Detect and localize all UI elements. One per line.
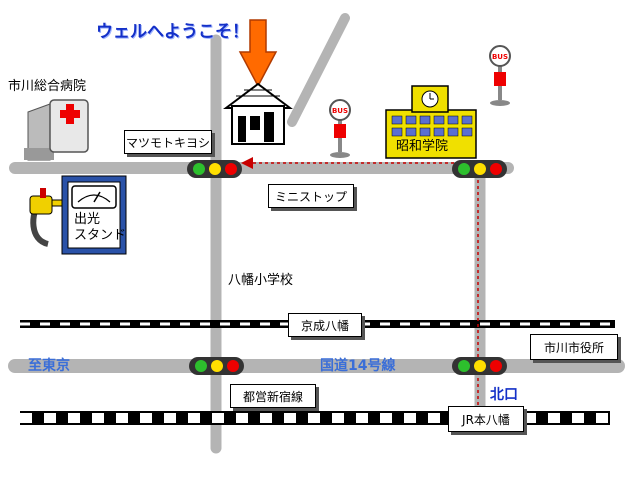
- north-exit-label: 北口: [490, 387, 518, 403]
- route14-label: 国道14号線: [320, 358, 396, 374]
- traffic-light-icon: [452, 357, 507, 375]
- svg-text:BUS: BUS: [492, 53, 508, 61]
- jr-station-label: JR本八幡: [448, 406, 524, 432]
- svg-text:BUS: BUS: [332, 107, 348, 115]
- gas-station-building: [61, 175, 127, 255]
- gas-pump-icon: [29, 188, 63, 247]
- traffic-light-icon: [189, 357, 244, 375]
- keisei-station-label: 京成八幡: [288, 313, 362, 337]
- roads: [8, 13, 625, 454]
- gas-station-label: 出光 スタンド: [74, 212, 127, 243]
- hospital-icon: [24, 99, 89, 161]
- destination-arrow-icon: [238, 19, 278, 88]
- bus-stop-icon: BUS: [329, 99, 351, 158]
- map-title: ウェルへようこそ！: [96, 22, 249, 42]
- bus-stop-icon: BUS: [489, 45, 511, 106]
- hospital-label: 市川総合病院: [8, 79, 87, 94]
- diagonal-road: [287, 13, 350, 127]
- to-tokyo-label: 至東京: [28, 358, 70, 374]
- traffic-light-icon: [187, 160, 242, 178]
- toei-line-label: 都営新宿線: [230, 384, 316, 408]
- house-icon: [223, 82, 293, 145]
- showa-label: 昭和学院: [396, 139, 449, 154]
- ministop-label: ミニストップ: [268, 184, 354, 208]
- yawata-school-label: 八幡小学校: [228, 273, 294, 288]
- city-office-label: 市川市役所: [530, 334, 618, 360]
- traffic-light-icon: [452, 160, 507, 178]
- matsumoto-label: マツモトキヨシ: [124, 130, 212, 154]
